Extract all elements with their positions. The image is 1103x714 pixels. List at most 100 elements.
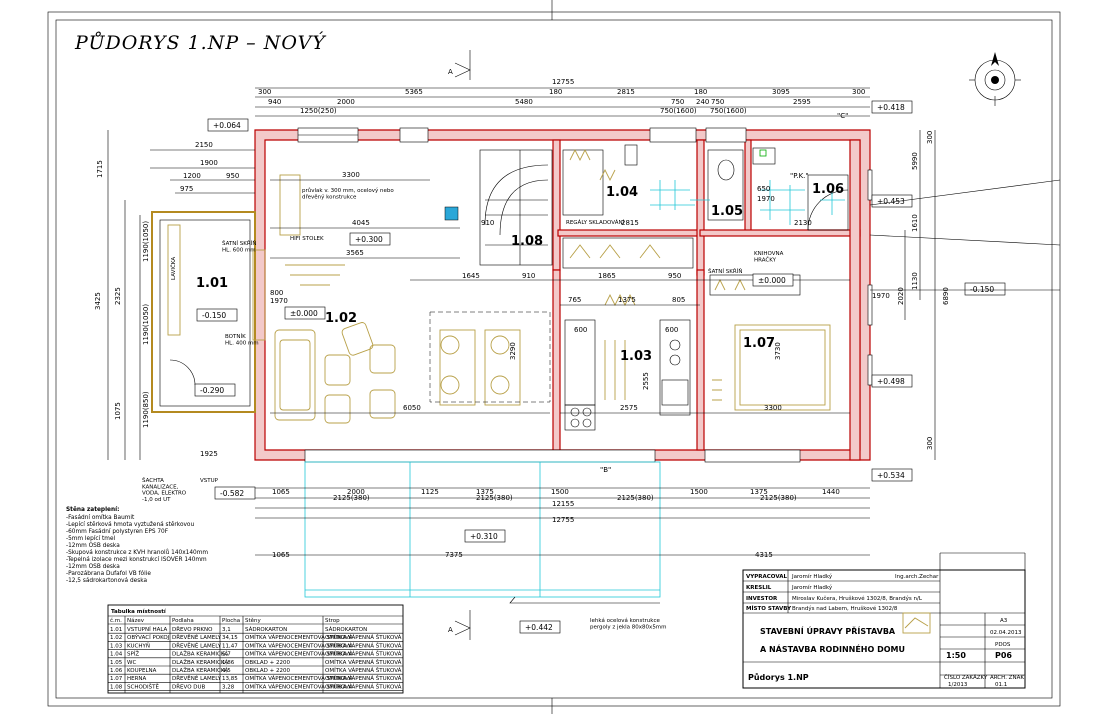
room-table-cell: OMÍTKA VÁPENNÁ ŠTUKOVÁ (325, 683, 402, 690)
interior-dim: 1645 (462, 272, 480, 280)
interior-dim: 3300 (342, 171, 360, 179)
drawing-scale: 1:50 (946, 651, 966, 660)
room-table-cell: 3,1 (222, 627, 231, 633)
sheet-border (47, 11, 1061, 707)
room-table-header: Název (127, 617, 145, 624)
interior-dim: 600 (665, 326, 678, 334)
dim-top: 240 (696, 98, 709, 106)
stove-icon (444, 206, 459, 221)
drawing-name: Půdorys 1.NP (748, 672, 809, 682)
right-dim: 300 (926, 437, 934, 450)
svg-text:A: A (448, 626, 453, 634)
room-table-cell: DŘEVO PRKNO (172, 625, 213, 633)
terrain-lines (869, 179, 1061, 291)
room-table-cell: 4,5 (222, 668, 231, 674)
room-table-cell: OMÍTKA VÁPENNÁ ŠTUKOVÁ (325, 642, 402, 649)
level-marker: +0.453 (877, 197, 905, 206)
sheet-inner-border (55, 19, 1053, 699)
wardrobe-2-label: ŠATNÍ SKŘÍŇ (708, 267, 742, 275)
vestibule (151, 211, 266, 413)
room-table-cell: 3,28 (222, 684, 235, 690)
level-marker: -0.150 (202, 311, 226, 320)
room-table-cell: SÁDROKARTON (325, 626, 367, 633)
room-table-cell: 11,47 (222, 643, 238, 649)
room-table-cell: OMÍTKA VÁPENOCEMENTOVÁ STUKOVÁ (245, 683, 352, 690)
room-table-cell: DŘEVĚNÉ LAMELY (172, 641, 222, 649)
tb-value: Jaromír Hladký (791, 584, 833, 591)
bottom-dim: 7375 (445, 551, 463, 559)
room-number: 1.06 (812, 182, 844, 197)
room-table-cell: 1,86 (222, 660, 235, 666)
room-table-cell: KUCHYŇ (127, 642, 150, 649)
bottom-dim: 12155 (552, 500, 574, 508)
interior-dim: 805 (672, 296, 685, 304)
svg-text:-Skupová konstrukce z KVH hran: -Skupová konstrukce z KVH hranolů 140x14… (66, 549, 208, 556)
left-dim: 1715 (96, 160, 104, 178)
dim-top: 750 (671, 98, 684, 106)
pantry-shelves (562, 144, 694, 269)
right-dimensions (904, 130, 936, 460)
dim-total-top: 12755 (552, 78, 574, 86)
room-table-cell: DŘEVĚNÉ LAMELY (172, 674, 222, 682)
right-dim: 6890 (942, 287, 950, 305)
room-number: 1.01 (196, 276, 228, 291)
dim-top: 940 (268, 98, 281, 106)
room-table-cell: KOUPELNA (127, 668, 157, 674)
order-value: 1/2013 (948, 682, 968, 688)
dim-top: 750(1600) (710, 107, 747, 115)
bottom-dim: 1500 (551, 488, 569, 496)
interior-dim: 2555 (642, 372, 650, 390)
room-number: 1.07 (743, 336, 775, 351)
svg-text:-Parozábrana Dufafol VB fólie: -Parozábrana Dufafol VB fólie (66, 570, 151, 577)
svg-text:-12mm OSB deska: -12mm OSB deska (66, 543, 120, 549)
tb-value: Ing.arch.Zechar (895, 574, 939, 580)
interior-dim: 6050 (403, 404, 421, 412)
dim-top: 750(1600) (660, 107, 697, 115)
svg-text:-12mm OSB deska: -12mm OSB deska (66, 564, 120, 570)
interior-dim: 1970 (270, 297, 288, 305)
level-marker: ±0.000 (290, 309, 318, 318)
room-table-cell: 1.05 (110, 660, 123, 666)
room-table-cell: HERNA (127, 676, 147, 682)
level-markers: +0.064 +0.418 +0.300 +0.453 ±0.000 -0.15… (194, 100, 1006, 634)
bottom-dim: 1375 (476, 488, 494, 496)
room-table-cell: DLAŽBA KERAMICKÁ (172, 666, 228, 674)
drawing-date: 02.04.2013 (990, 630, 1022, 636)
left-dim: 1190(850) (142, 391, 150, 428)
left-dim: 2150 (195, 141, 213, 149)
bottom-dim: 1500 (690, 488, 708, 496)
bottom-dim: 1125 (421, 488, 439, 496)
dim-top: 300 (852, 88, 865, 96)
left-dim: 1190(1050) (142, 304, 150, 345)
room-table-cell: 1.04 (110, 652, 123, 658)
left-dim: 1200 (183, 172, 201, 180)
bottom-dim: 2125(380) (333, 494, 370, 502)
bottom-dim: 2125(380) (476, 494, 513, 502)
bottom-dim: 2125(380) (617, 494, 654, 502)
room-table-cell: DLAŽBA KERAMICKÁ (172, 650, 228, 658)
room-number: 1.02 (325, 311, 357, 326)
dim-top: 180 (549, 88, 562, 96)
left-dim: 1190(1050) (142, 221, 150, 262)
top-dimensions: 12755 300 5365 180 2815 180 3095 300 940… (255, 78, 870, 117)
room-table-cell: OBÝVACÍ POKOJ (127, 634, 170, 641)
room-table-cell: OMÍTKA VÁPENOCEMENTOVÁ STUKOVÁ (245, 651, 352, 658)
section-mark-a-bottom: A (448, 610, 471, 640)
room-table-cell: OMÍTKA VÁPENNÁ ŠTUKOVÁ (325, 651, 402, 658)
project-title-2: A NÁSTAVBA RODINNÉHO DOMU (760, 643, 905, 654)
level-marker: +0.498 (877, 377, 905, 386)
kitchen (564, 293, 691, 431)
level-marker: ±0.000 (758, 276, 786, 285)
level-marker: +0.534 (877, 471, 905, 480)
room-table-cell: SCHODIŠTĚ (127, 682, 160, 690)
interior-dim: 4045 (352, 219, 370, 227)
room-table-header: Strop (325, 618, 340, 624)
interior-dim: 2815 (621, 219, 639, 227)
room-table-cell: OBKLAD + 2200 (245, 668, 290, 674)
level-marker: +0.310 (470, 532, 498, 541)
